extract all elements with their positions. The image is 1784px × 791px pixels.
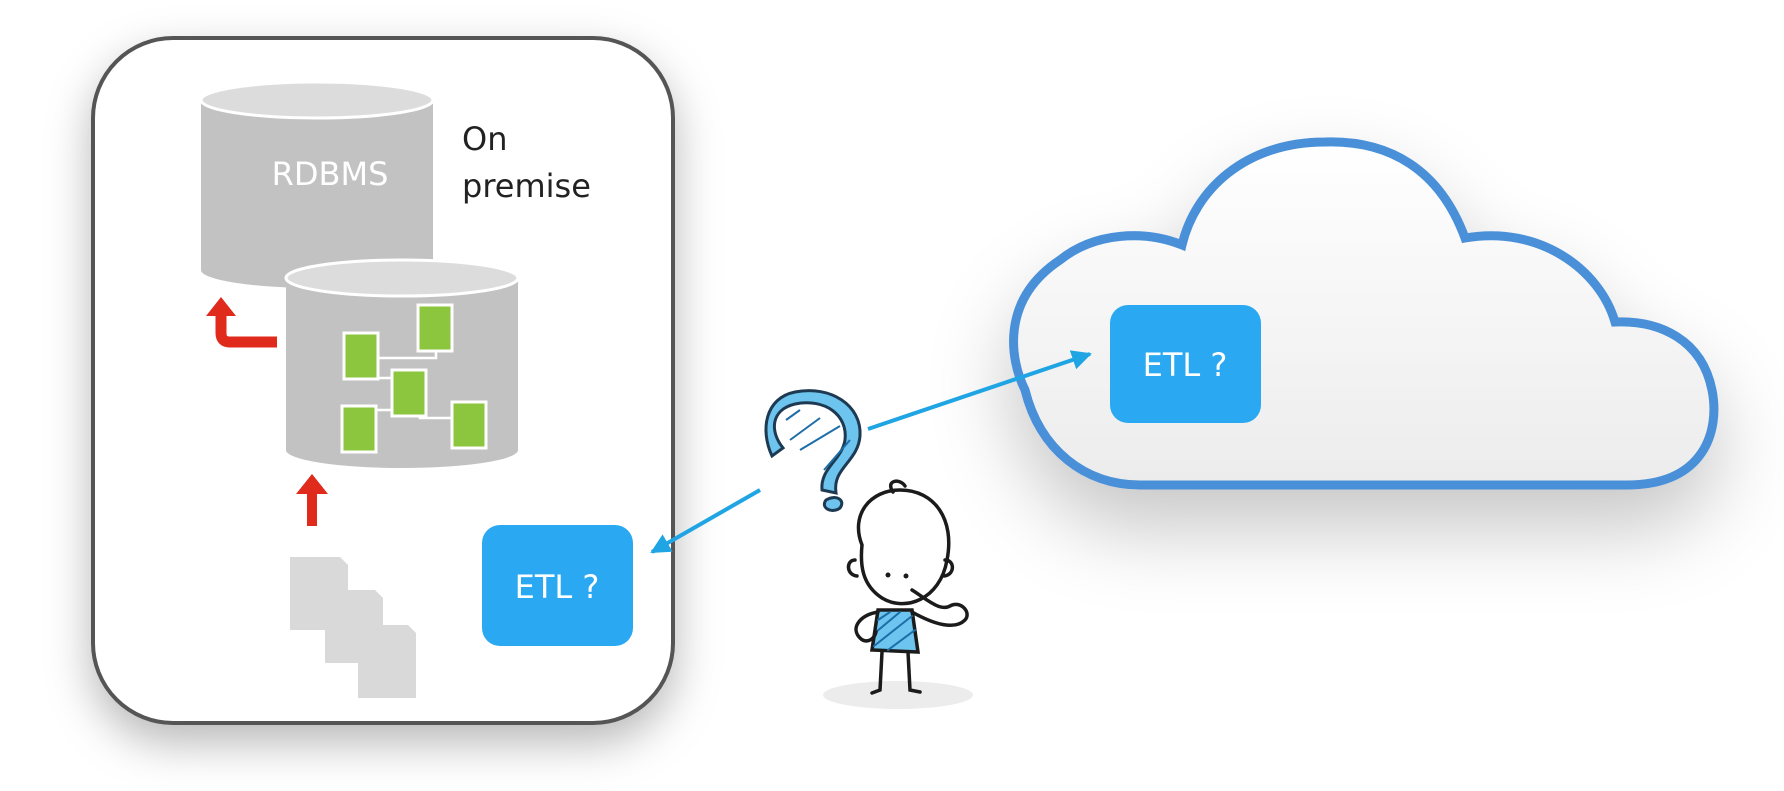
cloud-etl-box: ETL ? <box>1110 305 1261 423</box>
arrow-to-cloud-etl <box>867 350 1092 431</box>
on-premise-etl-box: ETL ? <box>482 525 633 646</box>
data-warehouse-database-icon <box>284 258 520 468</box>
files-stack-icon <box>290 557 416 698</box>
on-premise-label-line2: premise <box>462 167 591 205</box>
thinking-person-icon <box>823 479 973 709</box>
cloud-etl-label: ETL ? <box>1143 346 1228 384</box>
on-premise-label-line1: On <box>462 120 507 158</box>
rdbms-label: RDBMS <box>272 155 389 193</box>
question-mark-icon <box>764 389 862 512</box>
arrow-to-on-premise-etl <box>650 488 761 554</box>
schema-tables-icon <box>340 303 488 454</box>
red-arrow-up <box>296 474 328 526</box>
rdbms-database-icon: RDBMS <box>199 80 435 288</box>
on-premise-etl-label: ETL ? <box>515 568 600 606</box>
red-arrow-to-rdbms <box>206 297 277 348</box>
